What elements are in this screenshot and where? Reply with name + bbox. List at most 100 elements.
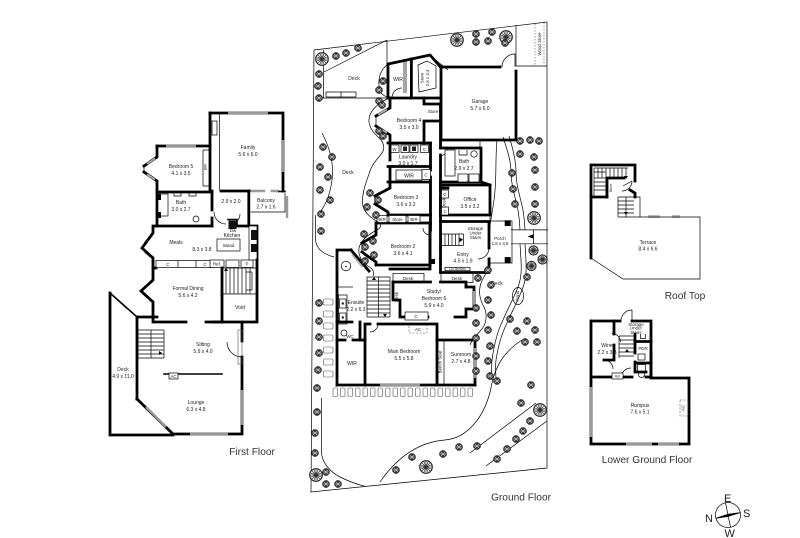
svg-text:Lin Shelves: Lin Shelves bbox=[449, 267, 466, 271]
svg-text:Bedroom 2: Bedroom 2 bbox=[391, 244, 416, 250]
svg-text:Desk: Desk bbox=[452, 276, 463, 281]
svg-text:WIR: WIR bbox=[404, 174, 414, 180]
svg-text:2.2 x 3.8: 2.2 x 3.8 bbox=[597, 350, 616, 356]
svg-text:2.2 x 6.3: 2.2 x 6.3 bbox=[346, 307, 365, 313]
svg-text:Storage: Storage bbox=[468, 226, 484, 231]
svg-text:Wine: Wine bbox=[601, 343, 613, 349]
svg-text:C: C bbox=[443, 192, 446, 197]
svg-text:5.6 x 4.2: 5.6 x 4.2 bbox=[178, 293, 197, 299]
svg-text:Main Bedroom: Main Bedroom bbox=[388, 349, 421, 355]
svg-text:Wood Store: Wood Store bbox=[537, 32, 542, 56]
svg-text:Study/: Study/ bbox=[427, 289, 442, 295]
svg-text:N: N bbox=[705, 513, 713, 525]
svg-text:Deck: Deck bbox=[348, 76, 360, 82]
svg-text:5.5 x 5.8: 5.5 x 5.8 bbox=[394, 356, 413, 362]
svg-text:Deck: Deck bbox=[342, 170, 354, 176]
svg-text:BIR: BIR bbox=[204, 164, 208, 170]
svg-text:Sitting: Sitting bbox=[196, 342, 210, 348]
svg-text:Bath: Bath bbox=[176, 200, 187, 206]
svg-text:Laundry: Laundry bbox=[399, 155, 418, 161]
svg-text:Balcony: Balcony bbox=[257, 198, 275, 204]
svg-text:3.5 x 3.0: 3.5 x 3.0 bbox=[399, 125, 418, 131]
svg-text:Store: Store bbox=[428, 109, 439, 114]
svg-text:C: C bbox=[424, 173, 427, 178]
svg-text:2.9 x 2.0: 2.9 x 2.0 bbox=[221, 199, 240, 205]
svg-text:Desk: Desk bbox=[394, 291, 399, 302]
svg-text:6.3 x 4.8: 6.3 x 4.8 bbox=[186, 407, 205, 413]
svg-text:Meals: Meals bbox=[169, 240, 183, 246]
svg-text:Deck: Deck bbox=[491, 281, 503, 287]
svg-text:W: W bbox=[392, 147, 397, 152]
svg-text:BIR: BIR bbox=[410, 217, 417, 222]
svg-text:Deck: Deck bbox=[117, 367, 129, 373]
svg-text:Ref.: Ref. bbox=[213, 262, 221, 267]
svg-text:Garage: Garage bbox=[472, 99, 489, 105]
svg-text:C: C bbox=[203, 262, 206, 267]
svg-text:Stairs: Stairs bbox=[470, 235, 482, 240]
svg-text:Rumpus: Rumpus bbox=[631, 403, 650, 409]
svg-text:1.8 x 3.6: 1.8 x 3.6 bbox=[492, 241, 509, 246]
svg-text:P: P bbox=[246, 262, 249, 267]
svg-text:Island: Island bbox=[223, 243, 235, 248]
svg-text:Bench Seat: Bench Seat bbox=[438, 350, 443, 373]
svg-text:E: E bbox=[724, 493, 731, 505]
svg-text:PDR: PDR bbox=[638, 346, 647, 351]
svg-text:8.4 x 6.6: 8.4 x 6.6 bbox=[638, 247, 657, 253]
svg-text:Lower Ground Floor: Lower Ground Floor bbox=[602, 455, 693, 466]
svg-text:Bedroom 3: Bedroom 3 bbox=[394, 195, 419, 201]
svg-text:4.1 x 3.5: 4.1 x 3.5 bbox=[171, 171, 190, 177]
svg-text:4.5 x 1.9: 4.5 x 1.9 bbox=[453, 259, 472, 265]
svg-text:2.7 x 4.8: 2.7 x 4.8 bbox=[451, 359, 470, 365]
svg-text:Store: Store bbox=[420, 72, 425, 83]
svg-text:Kitchen: Kitchen bbox=[224, 233, 241, 239]
svg-text:C: C bbox=[166, 262, 169, 267]
svg-text:Void: Void bbox=[235, 305, 245, 311]
svg-text:Bedroom 6: Bedroom 6 bbox=[422, 296, 447, 302]
svg-text:Under: Under bbox=[630, 326, 642, 331]
svg-text:Ensuite: Ensuite bbox=[348, 300, 365, 306]
svg-text:Bath: Bath bbox=[459, 159, 470, 165]
svg-text:Under: Under bbox=[470, 231, 482, 236]
svg-text:Terrace: Terrace bbox=[640, 240, 657, 246]
svg-text:WIR: WIR bbox=[347, 361, 357, 367]
svg-text:Roof Top: Roof Top bbox=[665, 291, 706, 302]
svg-text:Stairs: Stairs bbox=[630, 330, 642, 335]
svg-text:Sunroom: Sunroom bbox=[451, 352, 471, 358]
svg-text:5.9 x 4.0: 5.9 x 4.0 bbox=[193, 349, 212, 355]
svg-text:3.6 x 3.2: 3.6 x 3.2 bbox=[396, 202, 415, 208]
svg-text:C: C bbox=[414, 314, 417, 319]
svg-text:Entry: Entry bbox=[457, 252, 469, 258]
svg-text:Storage: Storage bbox=[628, 322, 644, 327]
svg-text:Pond: Pond bbox=[515, 290, 520, 301]
svg-text:5.6 x 6.0: 5.6 x 6.0 bbox=[238, 152, 257, 158]
svg-text:8.3 x 3.8: 8.3 x 3.8 bbox=[192, 247, 211, 253]
svg-text:C: C bbox=[423, 147, 426, 152]
svg-text:Store: Store bbox=[392, 217, 403, 222]
svg-text:2.9 x 2.7: 2.9 x 2.7 bbox=[454, 166, 473, 172]
svg-text:Family: Family bbox=[241, 145, 256, 151]
svg-text:Ref: Ref bbox=[615, 375, 620, 379]
svg-text:WC: WC bbox=[346, 334, 353, 339]
svg-text:C: C bbox=[443, 209, 446, 214]
svg-text:3.0 x 2.7: 3.0 x 2.7 bbox=[171, 207, 190, 213]
svg-text:5.7 x 6.0: 5.7 x 6.0 bbox=[470, 106, 489, 112]
svg-text:2.7 x 1.6: 2.7 x 1.6 bbox=[256, 205, 275, 211]
svg-text:2.5 x 3.4: 2.5 x 3.4 bbox=[425, 69, 430, 86]
svg-text:3.5 x 3.2: 3.5 x 3.2 bbox=[460, 204, 479, 210]
svg-text:AC: AC bbox=[170, 374, 176, 379]
svg-text:Desk: Desk bbox=[403, 276, 414, 281]
svg-text:Bedroom 5: Bedroom 5 bbox=[169, 164, 194, 170]
svg-text:Office: Office bbox=[464, 197, 477, 203]
svg-text:7.6 x 5.1: 7.6 x 5.1 bbox=[630, 410, 649, 416]
svg-text:3.6 x 4.1: 3.6 x 4.1 bbox=[393, 251, 412, 257]
svg-text:5.9 x 4.0: 5.9 x 4.0 bbox=[424, 303, 443, 309]
svg-text:AC: AC bbox=[415, 327, 421, 332]
svg-text:Formal Dining: Formal Dining bbox=[172, 286, 203, 292]
svg-text:Desk: Desk bbox=[442, 197, 447, 208]
svg-text:Store: Store bbox=[609, 184, 613, 192]
svg-text:4.9 x 11.0: 4.9 x 11.0 bbox=[112, 374, 134, 380]
svg-text:Dw: Dw bbox=[230, 228, 237, 233]
svg-text:W: W bbox=[725, 528, 736, 538]
svg-text:AC: AC bbox=[681, 405, 686, 411]
svg-text:Ground Floor: Ground Floor bbox=[491, 493, 552, 504]
